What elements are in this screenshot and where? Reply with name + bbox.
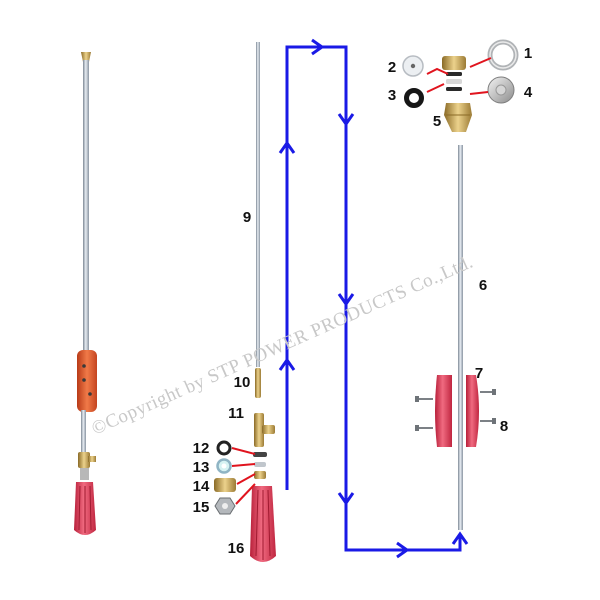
label-part-9: 9 — [243, 209, 251, 226]
part-12-small-seal — [253, 452, 267, 457]
part-9-long-tube — [256, 42, 260, 367]
lance-valve-body — [78, 452, 90, 468]
arrow-head-down-2 — [337, 293, 355, 307]
label-part-4: 4 — [524, 84, 533, 101]
label-part-12: 12 — [193, 440, 210, 457]
part-7-right-grip-half — [466, 375, 479, 447]
arrow-head-up-2 — [278, 357, 296, 371]
lance-lower-tube — [81, 410, 86, 458]
label-part-6: 6 — [479, 277, 487, 294]
leader-lines — [231, 57, 492, 505]
stacked-nozzle-parts — [442, 56, 466, 91]
brass-fitting-5 — [444, 103, 472, 132]
label-part-8: 8 — [500, 418, 508, 435]
flow-path — [285, 45, 462, 552]
label-part-11: 11 — [228, 405, 244, 422]
assembled-spray-lance — [74, 52, 97, 535]
right-parts-column — [415, 145, 496, 530]
arrow-head-down-1 — [337, 113, 355, 127]
label-part-1: 1 — [524, 45, 532, 62]
arrow-head-right-bottom — [396, 541, 410, 559]
middle-parts-column — [250, 42, 276, 562]
part-6-lance-tube — [458, 145, 463, 530]
label-part-5: 5 — [433, 113, 441, 130]
label-part-15: 15 — [193, 499, 210, 516]
label-part-2: 2 — [388, 59, 396, 76]
part-number-labels: 1 2 3 4 5 6 7 8 9 10 11 12 13 14 15 16 — [193, 45, 533, 557]
black-o-ring-3 — [404, 88, 424, 108]
label-part-7: 7 — [475, 365, 483, 382]
arrow-head-up-1 — [278, 140, 296, 154]
label-part-3: 3 — [388, 87, 396, 104]
part-13-small-ring — [254, 462, 266, 467]
arrow-head-down-3 — [337, 492, 355, 506]
brass-adapter-14 — [214, 478, 236, 492]
arrow-head-up-end — [451, 531, 469, 545]
part-14-small-nut — [254, 471, 266, 479]
label-part-13: 13 — [193, 459, 210, 476]
copyright-watermark: ©Copyright by STP POWER PRODUCTS Co.,Ltd… — [88, 251, 476, 439]
lance-upper-tube — [83, 60, 89, 360]
assembly-flow-arrows — [278, 38, 469, 559]
o-ring-12 — [216, 440, 232, 456]
small-parts-left — [214, 440, 236, 515]
part-7-left-grip-half — [435, 375, 452, 447]
arrow-head-right-top — [311, 38, 325, 56]
label-part-10: 10 — [234, 374, 251, 391]
part-10-nozzle-tube — [255, 368, 261, 398]
label-part-16: 16 — [228, 540, 245, 557]
orange-grip — [77, 350, 97, 412]
nozzle-parts-group — [402, 39, 519, 132]
part-11-brass-tee — [254, 413, 275, 447]
label-part-14: 14 — [193, 478, 210, 495]
lance-tip-fitting — [81, 52, 91, 62]
part-8-screws — [418, 391, 493, 429]
